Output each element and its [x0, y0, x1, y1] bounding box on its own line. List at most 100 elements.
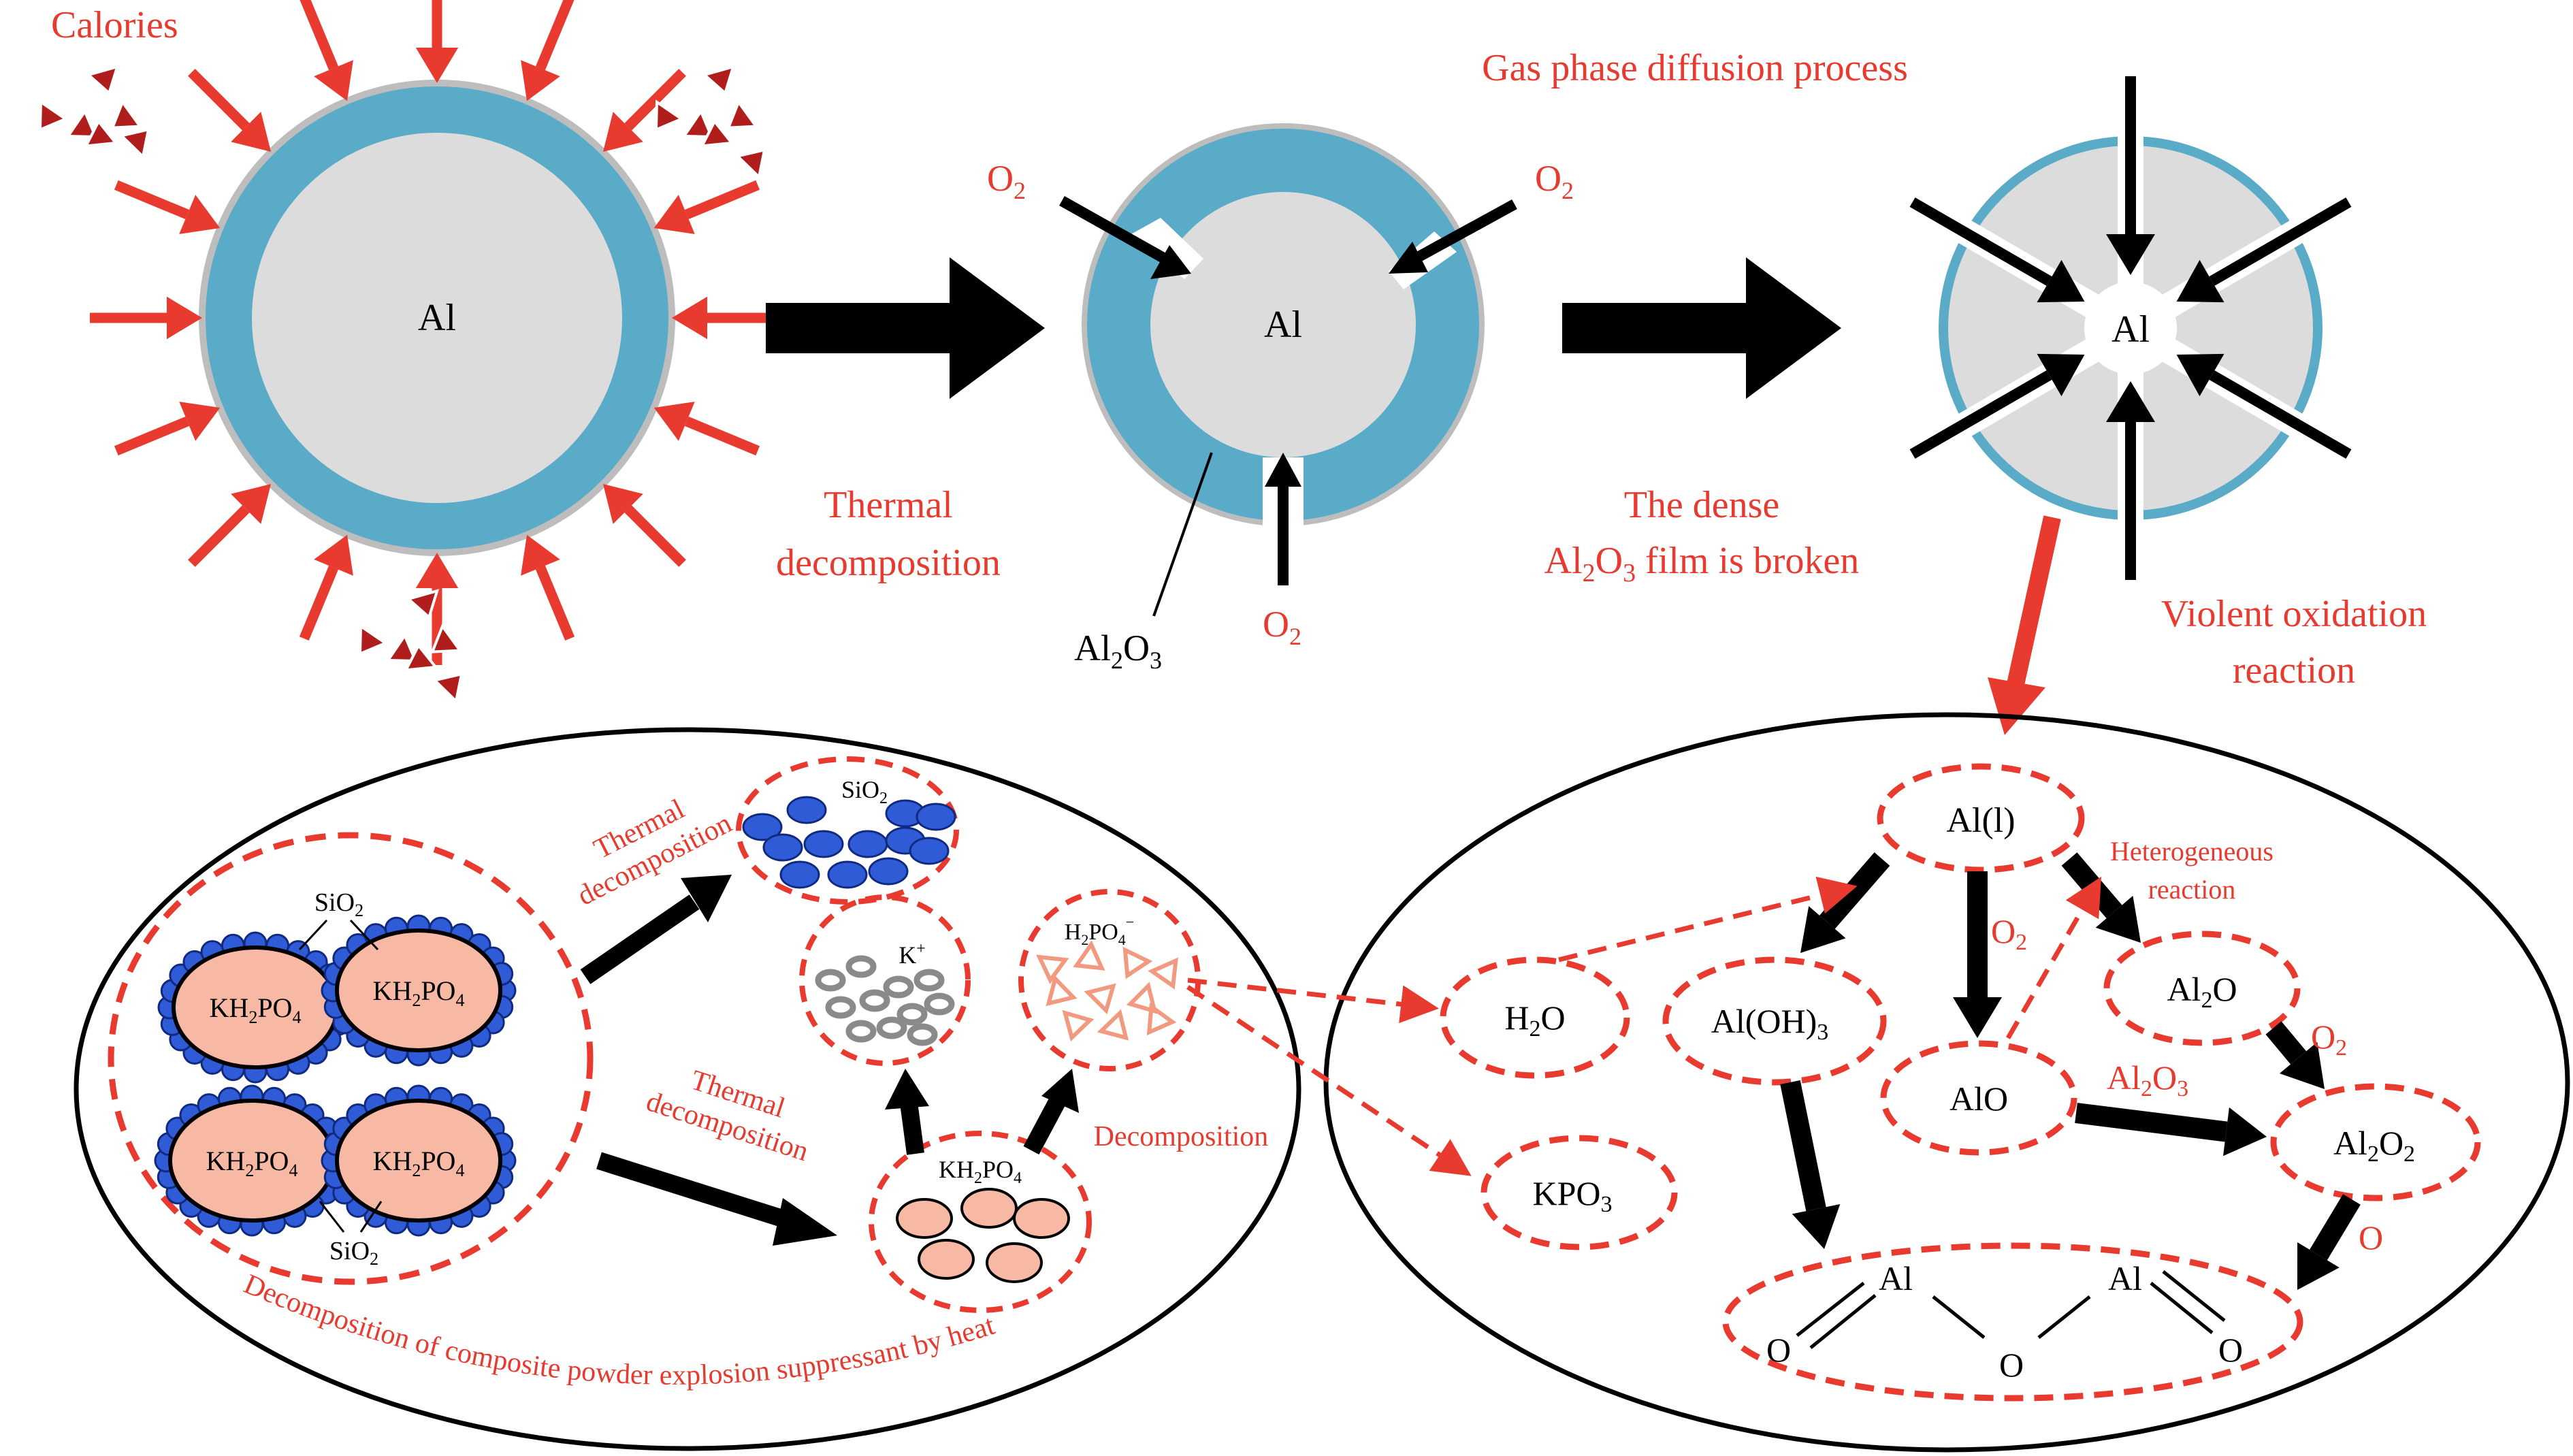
node-al2o3-structure	[1722, 1242, 2303, 1402]
calories-label: Calories	[51, 4, 178, 46]
composite-powder-boundary	[108, 832, 594, 1285]
kh2po4-particle: KH2PO4	[321, 914, 517, 1067]
heterogeneous-label-1: Heterogeneous	[2110, 836, 2273, 867]
al2o3-label: Al2O3	[1074, 628, 1162, 674]
al-core	[1150, 192, 1416, 457]
arrow-head-icon	[773, 1198, 837, 1246]
heat-arrow-icon	[188, 483, 272, 567]
reaction-arrows	[1780, 852, 2361, 1290]
struct-o-left: O	[1766, 1331, 1791, 1369]
node-aloh3	[1662, 956, 1887, 1086]
o2-label-alo: O2	[1991, 912, 2027, 955]
k-ion-circle	[799, 894, 971, 1066]
reaction-arrow-icon	[1800, 852, 1890, 953]
o2-label-al2o: O2	[2311, 1018, 2347, 1061]
node-al2o	[2103, 931, 2301, 1046]
heat-arrow-icon	[653, 402, 760, 456]
red-arrow-head-icon	[1988, 677, 2045, 735]
node-kpo3	[1480, 1135, 1678, 1250]
struct-o-right: O	[2218, 1331, 2243, 1369]
label-alo: AlO	[1949, 1080, 2008, 1118]
struct-o-center: O	[1999, 1346, 2024, 1384]
calories-cluster-1	[35, 56, 154, 158]
reaction-arrow-icon	[2297, 1194, 2361, 1290]
kh2po4-small-particles	[896, 1188, 1070, 1283]
dashed-arrows	[1186, 876, 2102, 1176]
oxygen-arrow-icon	[2176, 353, 2352, 459]
heat-arrow-icon	[299, 534, 353, 641]
heat-arrow-icon	[90, 296, 202, 340]
label-kpo3: KPO3	[1532, 1174, 1612, 1217]
oxygen-arrow-icon	[2106, 76, 2155, 275]
oxygen-arrow-icon	[2176, 197, 2352, 303]
calories-cluster-3	[355, 580, 468, 702]
heat-arrow-icon	[521, 0, 575, 101]
heterogeneous-label-2: reaction	[2148, 874, 2236, 905]
struct-al-right: Al	[2108, 1259, 2142, 1297]
gas-phase-title: Gas phase diffusion process	[1482, 47, 1908, 89]
kh2po4-product-label: KH2PO4	[939, 1156, 1022, 1187]
heat-arrow-icon	[114, 180, 221, 234]
violent-label-1: Violent oxidation	[2161, 593, 2427, 635]
node-alo	[1880, 1040, 2077, 1156]
node-h2o	[1440, 956, 1630, 1079]
reaction-arrow-icon	[2265, 1021, 2325, 1089]
al2o3-label-reaction: Al2O3	[2107, 1058, 2188, 1101]
oxygen-arrow-icon	[1150, 245, 1191, 279]
heat-arrow-icon	[114, 402, 221, 456]
particle-2: Al	[1082, 123, 1485, 532]
heat-arrow-icon	[415, 0, 459, 83]
sio2-particles	[742, 796, 956, 889]
oxygen-arrow-icon	[2106, 381, 2155, 580]
sio2-label-bottom: SiO2	[329, 1237, 378, 1269]
reaction-arrow-icon	[1780, 1080, 1841, 1249]
label-al-l: Al(l)	[1946, 801, 2015, 840]
particle-1-label: Al	[418, 297, 456, 339]
reaction-arrow-icon	[2075, 1103, 2267, 1156]
al2o3-structure: Al Al O O O	[1766, 1259, 2243, 1384]
arrow-head-icon	[885, 1069, 929, 1110]
heat-arrow-icon	[653, 180, 760, 234]
label-al2o2: Al2O2	[2333, 1124, 2415, 1167]
kh2po4-particle: KH2PO4	[321, 1084, 517, 1237]
dense-film-label-2: Al2O3 film is broken	[1544, 540, 1860, 587]
sio2-label-top: SiO2	[314, 888, 363, 920]
heat-arrow-icon	[521, 534, 575, 641]
particle-3: Al	[1939, 123, 2323, 534]
decomposition-label: Decomposition	[1094, 1121, 1269, 1152]
kh2po4-label: KH2PO4	[373, 1146, 465, 1180]
oxygen-arrow-icon	[1265, 453, 1301, 487]
k-ion-particles	[815, 955, 955, 1046]
kh2po4-label: KH2PO4	[206, 1146, 298, 1180]
thermal-decomposition-label-1: Thermal	[824, 484, 953, 526]
heat-arrows	[90, 0, 784, 665]
kh2po4-label: KH2PO4	[373, 975, 465, 1010]
oxygen-arrows-violent	[1909, 76, 2352, 580]
reaction-arrow-icon	[2061, 852, 2141, 943]
heat-arrow-icon	[300, 0, 353, 101]
h2po4-circle	[1018, 889, 1201, 1071]
particle-3-label: Al	[2111, 308, 2150, 351]
arrow-head-icon	[1041, 1069, 1079, 1113]
red-arrow-down	[2006, 515, 2061, 690]
heat-arrow-icon	[602, 69, 686, 152]
o-label: O	[2359, 1218, 2383, 1257]
oxygen-arrow-icon	[1909, 197, 2085, 303]
arrow-to-sio2	[580, 894, 700, 984]
reaction-arrow-icon	[1953, 871, 2002, 1038]
label-al2o: Al2O	[2167, 970, 2237, 1013]
o2-label-right: O2	[1535, 158, 1574, 204]
al-core	[252, 133, 622, 503]
struct-al-left: Al	[1879, 1259, 1913, 1297]
k-ion-label: K+	[899, 940, 926, 969]
h2po4-particles	[1036, 940, 1178, 1042]
heat-arrow-icon	[188, 69, 272, 152]
kh2po4-particle: KH2PO4	[157, 931, 353, 1084]
oxygen-arrows	[1059, 196, 1517, 585]
thermal-decomposition-label-2: decomposition	[776, 542, 1001, 584]
al2o3-pointer-line	[1152, 452, 1213, 617]
kh2po4-particle: KH2PO4	[154, 1084, 350, 1237]
